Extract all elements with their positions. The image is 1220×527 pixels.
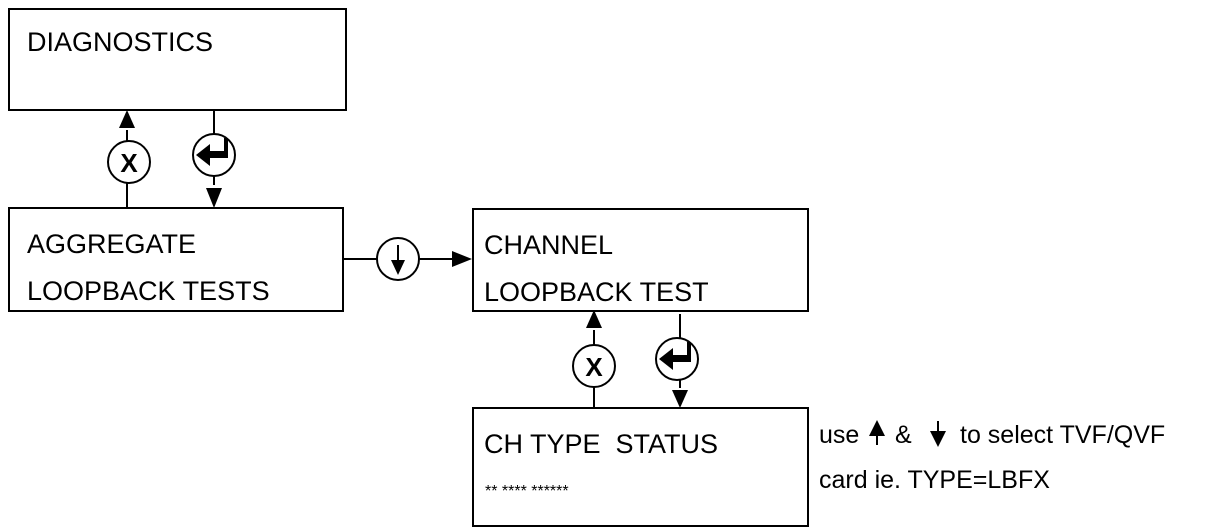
channel-loopback-box: CHANNEL LOOPBACK TEST xyxy=(472,208,809,312)
channel-label-line1: CHANNEL xyxy=(484,230,614,260)
down-arrow-icon xyxy=(930,421,946,447)
channel-label-line2: LOOPBACK TEST xyxy=(484,277,709,307)
x-key-icon: X xyxy=(572,344,616,388)
note-use: use xyxy=(819,421,860,449)
down-arrowhead xyxy=(672,390,688,408)
x-key-icon: X xyxy=(107,140,151,184)
note-ampersand: & xyxy=(895,421,912,449)
note-select-text: to select TVF/QVF xyxy=(960,421,1166,449)
svg-text:X: X xyxy=(585,352,603,382)
svg-text:X: X xyxy=(120,148,138,178)
aggregate-label-line1: AGGREGATE xyxy=(27,229,197,259)
diagnostics-label: DIAGNOSTICS xyxy=(27,27,214,57)
down-key-icon xyxy=(376,237,420,281)
note-card-type: card ie. TYPE=LBFX xyxy=(819,466,1050,494)
status-header: CH TYPE STATUS xyxy=(484,429,719,459)
up-arrowhead xyxy=(586,310,602,328)
up-arrowhead xyxy=(119,110,135,128)
enter-key-icon xyxy=(192,133,236,177)
right-arrowhead xyxy=(452,251,472,267)
up-arrow-icon xyxy=(869,420,885,445)
status-values: ** **** ****** xyxy=(485,483,569,500)
aggregate-label-line2: LOOPBACK TESTS xyxy=(27,276,270,306)
down-arrowhead xyxy=(206,188,222,208)
flow-connectors: X X xyxy=(107,110,946,447)
enter-key-icon xyxy=(655,337,699,381)
diagnostics-menu-box: DIAGNOSTICS xyxy=(8,8,347,111)
channel-status-box: CH TYPE STATUS ** **** ****** xyxy=(472,407,809,527)
aggregate-loopback-box: AGGREGATE LOOPBACK TESTS xyxy=(8,207,344,312)
